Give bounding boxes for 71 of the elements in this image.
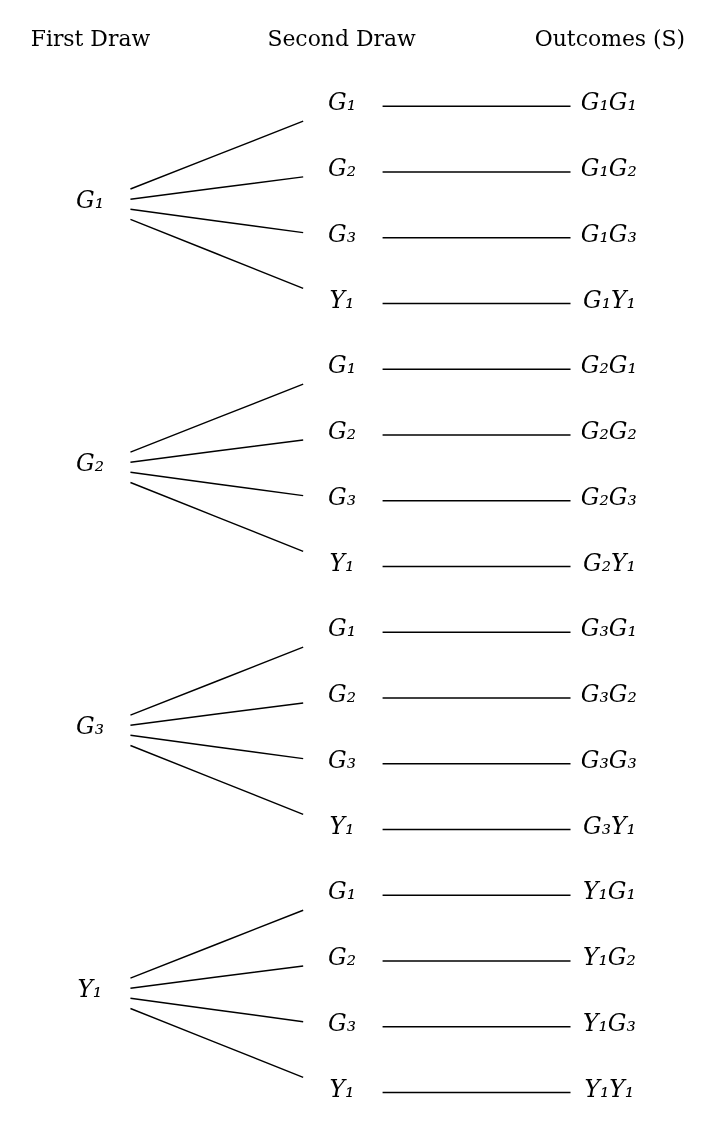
node-text: G₁G₃ [580,219,637,248]
connector [129,383,304,453]
connector [129,646,304,716]
connector [129,997,304,1023]
node-text: G₂ [327,154,356,183]
connector [129,218,304,290]
node-text: Y₁G₁ [582,877,636,906]
label: First Draw [30,25,150,51]
connector [381,894,571,896]
connector [381,237,571,239]
connector [129,176,304,200]
node-text: G₂Y₁ [582,548,636,577]
connector [129,208,304,234]
node-text: G₃ [327,482,356,511]
connector [381,631,571,633]
node-text: G₃ [327,1008,356,1037]
node-text: Y₁ [329,548,354,577]
node-text: Y₁G₃ [582,1008,636,1037]
node-text: G₂ [327,943,356,972]
connector [381,828,571,831]
connector [129,909,304,979]
node-text: Y₁ [329,285,354,314]
label: Second Draw [266,25,416,51]
connector [381,302,571,305]
node-text: G₁ [327,88,356,117]
connector [129,734,304,760]
connector [129,471,304,497]
node-text: Y₁Y₁ [583,1074,634,1103]
node-text: G₃G₂ [580,680,637,709]
node-text: G₂ [327,417,356,446]
node-text: G₂G₂ [580,417,637,446]
node-text: Y₁ [76,975,102,1004]
node-text: G₂ [75,449,104,478]
connector [129,120,304,190]
connector [129,481,304,553]
node-text: G₁G₂ [580,154,637,183]
node-text: G₃G₁ [580,614,637,643]
connector [129,1007,304,1079]
node-text: G₂G₁ [580,351,637,380]
node-text: Y₁ [329,1074,354,1103]
node-text: G₃ [75,712,104,741]
connector [381,171,571,173]
node-text: G₁G₁ [580,88,637,117]
node-text: G₁ [327,877,356,906]
connector [381,565,571,568]
connector [381,368,571,370]
label: Outcomes (S) [534,25,685,51]
connector [381,697,571,699]
node-text: G₃ [327,219,356,248]
node-text: G₃Y₁ [582,811,636,840]
node-text: G₂ [327,680,356,709]
connector [381,500,571,502]
node-text: Y₁ [329,811,354,840]
connector [381,105,571,107]
connector [381,1026,571,1028]
connector [129,439,304,463]
node-text: G₁Y₁ [582,285,636,314]
node-text: G₁ [75,186,104,215]
connector [381,1091,571,1094]
connector [129,744,304,816]
node-text: G₃G₃ [580,745,637,774]
connector [129,965,304,989]
connector [381,763,571,765]
connector [381,434,571,436]
node-text: G₁ [327,351,356,380]
connector [381,960,571,962]
node-text: G₃ [327,745,356,774]
node-text: G₁ [327,614,356,643]
node-text: Y₁G₂ [582,943,636,972]
node-text: G₂G₃ [580,482,637,511]
connector [129,702,304,726]
